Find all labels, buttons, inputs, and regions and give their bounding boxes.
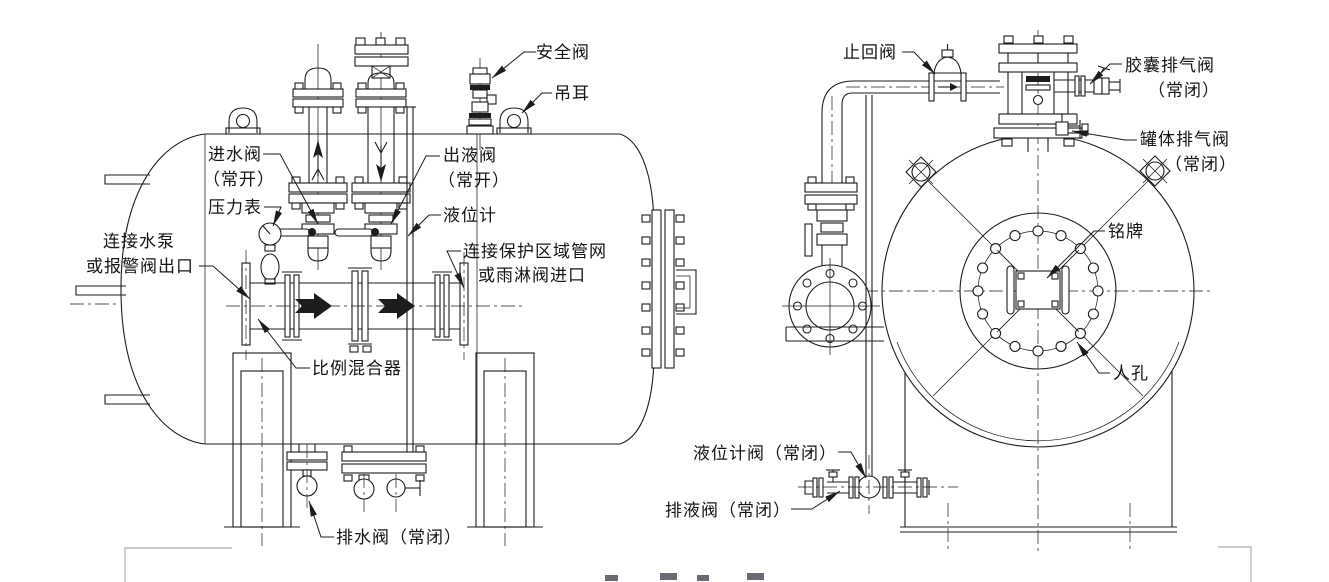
leader-lines bbox=[199, 51, 1137, 538]
cover-handle bbox=[676, 269, 697, 315]
label-check-valve: 止回阀 bbox=[843, 43, 897, 63]
valve-handle bbox=[804, 223, 813, 257]
label-level-gauge-valve: 液位计阀（常闭） bbox=[693, 444, 837, 464]
label-liquid-outlet-valve-2: （常开） bbox=[438, 171, 510, 191]
nameplate bbox=[1006, 265, 1070, 315]
label-bladder-vent-valve-2: （常闭） bbox=[1148, 81, 1220, 101]
saddle-support-right bbox=[467, 352, 543, 546]
bottom-valve-cluster bbox=[798, 455, 958, 514]
leader-bladder-vent-valve bbox=[1089, 63, 1122, 85]
side-view bbox=[70, 32, 697, 546]
label-tank-vent-valve-1: 罐体排气阀 bbox=[1140, 130, 1230, 150]
liquid-outlet-valve bbox=[334, 202, 398, 262]
leader-connect-pump bbox=[199, 265, 251, 300]
end-flange-cover bbox=[641, 209, 697, 369]
page-corner-marks bbox=[124, 546, 1252, 582]
cutoff-caption-fragments bbox=[605, 573, 764, 581]
level-gauge-tube bbox=[404, 106, 416, 452]
side-nozzle-stubs bbox=[70, 174, 150, 405]
label-connect-network-2: 或雨淋阀进口 bbox=[478, 266, 586, 286]
lifting-lug-left bbox=[225, 107, 261, 135]
label-level-gauge: 液位计 bbox=[443, 206, 497, 226]
pressure-gauge bbox=[258, 222, 282, 285]
leader-drain-liquid-valve bbox=[791, 490, 841, 510]
valve-handle bbox=[334, 228, 374, 237]
support-bracket bbox=[785, 326, 884, 342]
leader-lifting-lug bbox=[521, 92, 552, 114]
leader-manhole bbox=[1076, 341, 1110, 374]
lifting-lug-end-right bbox=[1139, 155, 1171, 187]
flow-arrow-down bbox=[374, 141, 388, 182]
label-water-inlet-valve-1: 进水阀 bbox=[208, 145, 262, 165]
label-pressure-gauge: 压力表 bbox=[208, 198, 262, 218]
leader-water-inlet-valve bbox=[263, 153, 319, 225]
flow-arrow-up bbox=[311, 140, 325, 181]
label-water-inlet-valve-2: （常开） bbox=[203, 170, 275, 190]
check-valve-piping bbox=[782, 44, 1004, 355]
lifting-lug-right bbox=[496, 107, 532, 135]
label-proportioner: 比例混合器 bbox=[312, 359, 402, 379]
label-safety-valve: 安全阀 bbox=[536, 43, 590, 63]
labels: 安全阀 吊耳 进水阀 （常开） 压力表 出液阀 （常开） 液位计 连接水泵 或报… bbox=[86, 43, 1237, 548]
leader-tank-vent-valve bbox=[1071, 130, 1137, 141]
label-connect-pump-2: 或报警阀出口 bbox=[86, 257, 194, 277]
level-gauge-tube-end bbox=[865, 95, 873, 476]
proportioner-manifold bbox=[226, 250, 524, 360]
leader-proportioner bbox=[257, 318, 310, 369]
isolation-valve-end-view bbox=[804, 209, 848, 257]
top-vent-assembly bbox=[993, 35, 1121, 152]
safety-valve bbox=[466, 58, 497, 150]
label-connect-network-1: 连接保护区域管网 bbox=[463, 242, 607, 262]
label-lifting-lug: 吊耳 bbox=[554, 84, 590, 104]
lifting-lug-end-left bbox=[905, 156, 937, 188]
leader-nameplate bbox=[1046, 230, 1105, 279]
label-nameplate: 铭牌 bbox=[1108, 222, 1144, 242]
saddle-support-left bbox=[224, 352, 300, 546]
leader-liquid-outlet-valve bbox=[390, 155, 440, 225]
level-gauge-valve bbox=[898, 469, 912, 482]
leader-safety-valve bbox=[491, 51, 536, 79]
leader-level-gauge bbox=[407, 214, 441, 237]
drain-liquid-valve bbox=[826, 469, 840, 482]
liquid-outlet-pipe bbox=[334, 32, 411, 270]
label-liquid-outlet-valve-1: 出液阀 bbox=[443, 146, 497, 166]
manhole-assembly bbox=[959, 212, 1117, 370]
saddle-support-end bbox=[900, 371, 1177, 550]
drain-liquid-valve-assembly-side bbox=[341, 445, 427, 512]
label-tank-vent-valve-2: （常闭） bbox=[1165, 155, 1237, 175]
manhole-bolts bbox=[972, 225, 1104, 357]
check-valve bbox=[928, 44, 967, 102]
label-drain-water-valve: 排水阀（常闭） bbox=[336, 528, 462, 548]
leader-pressure-gauge bbox=[264, 206, 283, 227]
label-drain-liquid-valve: 排液阀（常闭） bbox=[665, 501, 791, 521]
leader-level-gauge-valve bbox=[838, 451, 867, 479]
end-view bbox=[782, 30, 1214, 554]
label-manhole: 人孔 bbox=[1113, 364, 1149, 384]
drain-water-valve-assembly bbox=[286, 444, 328, 512]
water-inlet-pipe bbox=[271, 44, 348, 270]
leader-connect-network bbox=[446, 250, 465, 289]
leader-drain-water-valve bbox=[308, 500, 334, 538]
label-bladder-vent-valve-1: 胶囊排气阀 bbox=[1125, 56, 1215, 76]
blind-neck bbox=[371, 65, 391, 79]
leader-check-valve bbox=[902, 51, 936, 75]
tank-shell-side bbox=[120, 133, 655, 445]
label-connect-pump-1: 连接水泵 bbox=[103, 232, 175, 252]
